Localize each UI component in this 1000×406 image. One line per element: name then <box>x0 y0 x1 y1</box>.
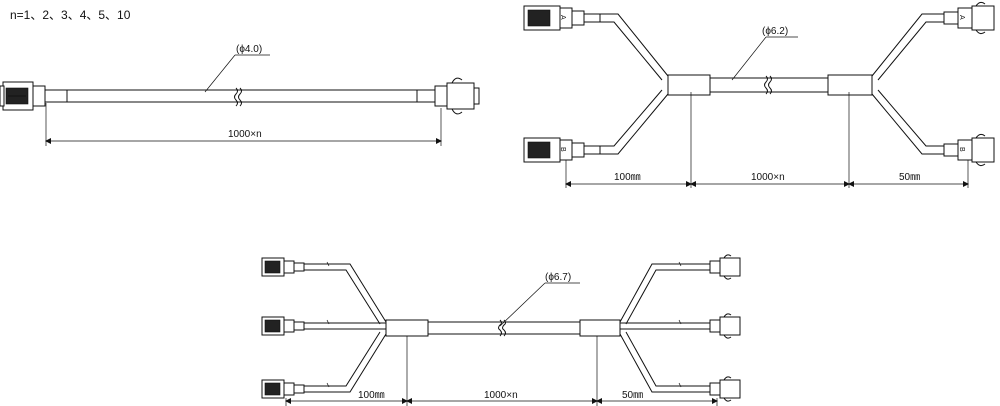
cable-3: (ϕ6.7) 100㎜ 1000×n 50㎜ <box>261 254 741 406</box>
cable-2-dimensions: 100㎜ 1000×n 50㎜ <box>565 92 969 188</box>
cable-1-left-connector <box>0 81 68 111</box>
cable-3-dim-left: 100㎜ <box>358 390 385 401</box>
cable-3-right-connector-3 <box>709 376 741 402</box>
cable-2-dim-right: 50㎜ <box>899 172 920 183</box>
cable-3-dim-right: 50㎜ <box>622 390 643 401</box>
cable-1-diameter-callout: (ϕ4.0) <box>204 44 270 93</box>
length-multiplier-note: n=1、2、3、4、5、10 <box>10 8 131 22</box>
cable-2: A B A <box>523 1 995 188</box>
cable-1-length-label: 1000×n <box>228 129 262 140</box>
cable-1-body <box>66 87 418 107</box>
cable-2-tag-a-left: A <box>559 15 566 20</box>
cable-3-right-connector-2 <box>709 313 741 339</box>
cable-3-right-connector-1 <box>709 254 741 280</box>
cable-2-left-top-connector: A <box>523 5 601 31</box>
cable-1-length-dimension: 1000×n <box>45 103 442 146</box>
cable-3-left-connector-1 <box>261 257 305 277</box>
cable-3-trunk <box>427 321 581 335</box>
cable-1: (ϕ4.0) 1000×n <box>0 44 480 146</box>
cable-3-diameter-label: (ϕ6.7) <box>545 272 571 283</box>
cable-3-dim-mid: 1000×n <box>484 390 518 401</box>
cable-2-diameter-label: (ϕ6.2) <box>762 26 788 37</box>
cable-2-left-bottom-connector: B <box>523 137 601 163</box>
cable-2-tag-b-left: B <box>559 147 566 152</box>
cable-2-dim-left: 100㎜ <box>614 172 641 183</box>
cable-3-diameter-callout: (ϕ6.7) <box>499 272 580 327</box>
cable-2-left-sleeve <box>667 74 711 96</box>
cable-3-left-sleeve <box>385 319 429 337</box>
cable-2-right-sleeve <box>827 74 873 96</box>
cable-3-left-connector-2 <box>261 316 305 336</box>
cable-2-diameter-callout: (ϕ6.2) <box>731 26 798 81</box>
cable-2-tag-b-right: B <box>958 147 965 152</box>
cable-3-left-connector-3 <box>261 379 305 399</box>
cable-2-right-top-connector: A <box>943 1 995 35</box>
cable-3-dimensions: 100㎜ 1000×n 50㎜ <box>285 336 718 406</box>
cable-2-right-bottom-connector: B <box>943 133 995 167</box>
cable-1-diameter-label: (ϕ4.0) <box>236 44 262 55</box>
cable-1-right-connector <box>416 77 480 115</box>
cable-2-dim-mid: 1000×n <box>751 172 785 183</box>
cable-2-tag-a-right: A <box>958 15 965 20</box>
cable-3-right-sleeve <box>579 319 621 337</box>
